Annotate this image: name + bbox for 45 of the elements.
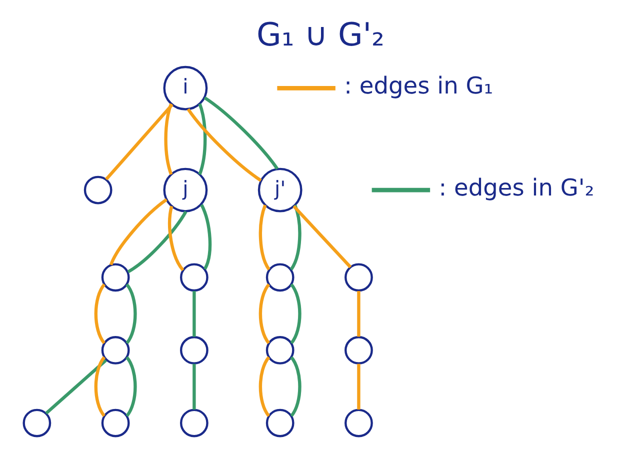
node-circle bbox=[101, 336, 130, 364]
connector bbox=[168, 206, 184, 272]
connector bbox=[94, 283, 106, 344]
connector bbox=[290, 283, 302, 344]
node-circle bbox=[266, 336, 294, 364]
legend-label: : edges in G₁ bbox=[344, 72, 494, 100]
node-circle bbox=[266, 263, 294, 292]
connector bbox=[204, 96, 279, 170]
connector bbox=[186, 108, 262, 182]
connector bbox=[164, 103, 173, 175]
diagram-title: G₁ ∪ G'₂ bbox=[256, 15, 384, 54]
node-circle bbox=[84, 176, 112, 204]
node-circle: j' bbox=[258, 168, 302, 212]
connector bbox=[200, 204, 212, 270]
node-circle bbox=[180, 336, 208, 364]
connector bbox=[127, 210, 188, 274]
node-circle bbox=[344, 408, 373, 438]
node-circle bbox=[344, 263, 373, 292]
connector bbox=[258, 283, 270, 344]
connector bbox=[94, 356, 106, 417]
connector bbox=[258, 356, 270, 417]
connector bbox=[357, 291, 360, 337]
connector bbox=[357, 364, 360, 410]
node-circle bbox=[101, 408, 130, 438]
connector bbox=[258, 204, 270, 270]
connector bbox=[192, 291, 196, 337]
node-circle: i bbox=[163, 66, 208, 110]
node-circle bbox=[101, 263, 130, 292]
node-circle: j bbox=[163, 168, 208, 212]
node-circle bbox=[22, 408, 52, 438]
connector bbox=[45, 359, 107, 415]
connector bbox=[192, 364, 196, 410]
legend-label: : edges in G'₂ bbox=[438, 174, 594, 202]
connector bbox=[109, 198, 168, 266]
connector bbox=[290, 204, 302, 270]
connector bbox=[125, 356, 137, 417]
node-circle bbox=[180, 263, 208, 292]
connector bbox=[292, 205, 352, 268]
connector bbox=[125, 283, 137, 344]
node-circle bbox=[180, 408, 208, 438]
node-circle bbox=[344, 336, 373, 364]
connector bbox=[105, 104, 174, 180]
node-circle bbox=[266, 408, 294, 438]
connector bbox=[198, 103, 207, 175]
connector bbox=[290, 356, 302, 417]
